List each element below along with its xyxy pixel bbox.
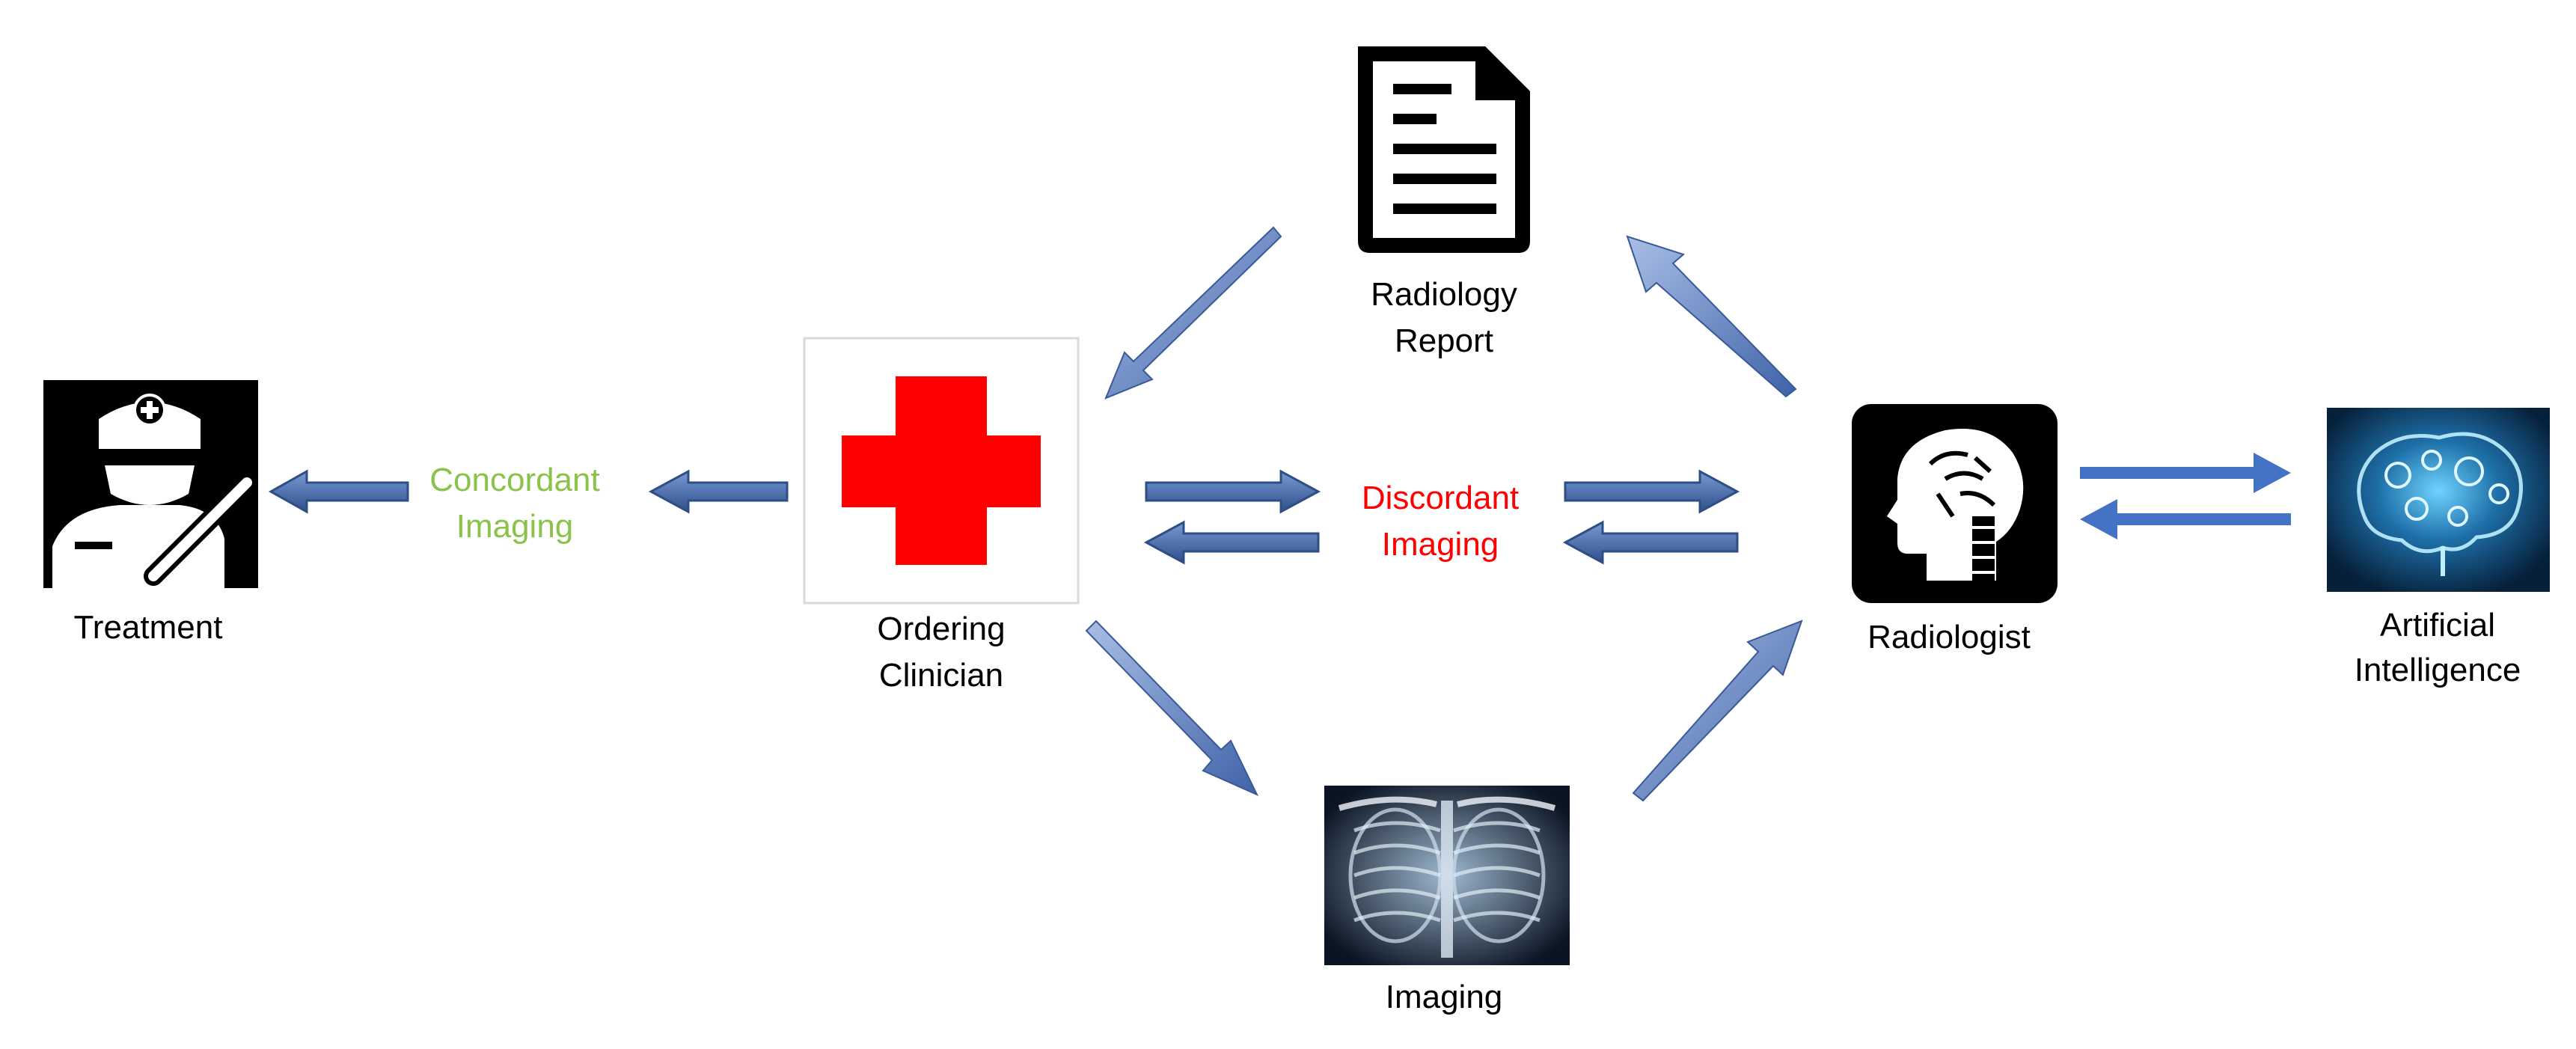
concordant-label-line2: Imaging <box>456 508 574 545</box>
arrow-concordant-to-treatment <box>268 469 409 514</box>
arrow-radiologist-to-ai <box>2080 453 2291 493</box>
ai-label-line1: Artificial <box>2380 607 2495 643</box>
ordering-clinician-label-line2: Clinician <box>879 657 1003 694</box>
arrow-discordant-to-clinician <box>1143 520 1320 565</box>
arrow-discordant-to-radiologist <box>1564 469 1740 514</box>
brain-head-icon <box>1852 404 2058 603</box>
ai-brain-icon <box>2327 408 2550 592</box>
chest-xray-icon <box>1324 786 1570 965</box>
red-cross-icon <box>803 337 1080 605</box>
arrow-clinician-to-discordant <box>1145 469 1321 514</box>
arrow-clinician-to-imaging <box>1085 620 1259 797</box>
arrow-ai-to-radiologist <box>2080 499 2291 539</box>
discordant-label-line1: Discordant <box>1362 480 1519 516</box>
ai-label-line2: Intelligence <box>2355 652 2521 688</box>
arrow-clinician-to-concordant <box>648 469 789 514</box>
arrow-report-to-clinician <box>1104 226 1282 400</box>
radiology-report-label-line2: Report <box>1395 322 1493 359</box>
surgeon-icon <box>43 380 258 588</box>
arrow-radiologist-to-discordant <box>1562 520 1739 565</box>
imaging-label: Imaging <box>1386 979 1503 1015</box>
arrow-radiologist-to-report <box>1626 235 1797 398</box>
document-icon <box>1358 46 1530 253</box>
concordant-label-line1: Concordant <box>429 462 599 498</box>
ordering-clinician-label-line1: Ordering <box>877 611 1005 647</box>
treatment-label: Treatment <box>74 609 223 646</box>
radiology-report-label-line1: Radiology <box>1371 276 1517 313</box>
discordant-label-line2: Imaging <box>1382 526 1499 563</box>
radiologist-label: Radiologist <box>1867 619 2031 655</box>
arrow-imaging-to-radiologist <box>1632 620 1803 802</box>
